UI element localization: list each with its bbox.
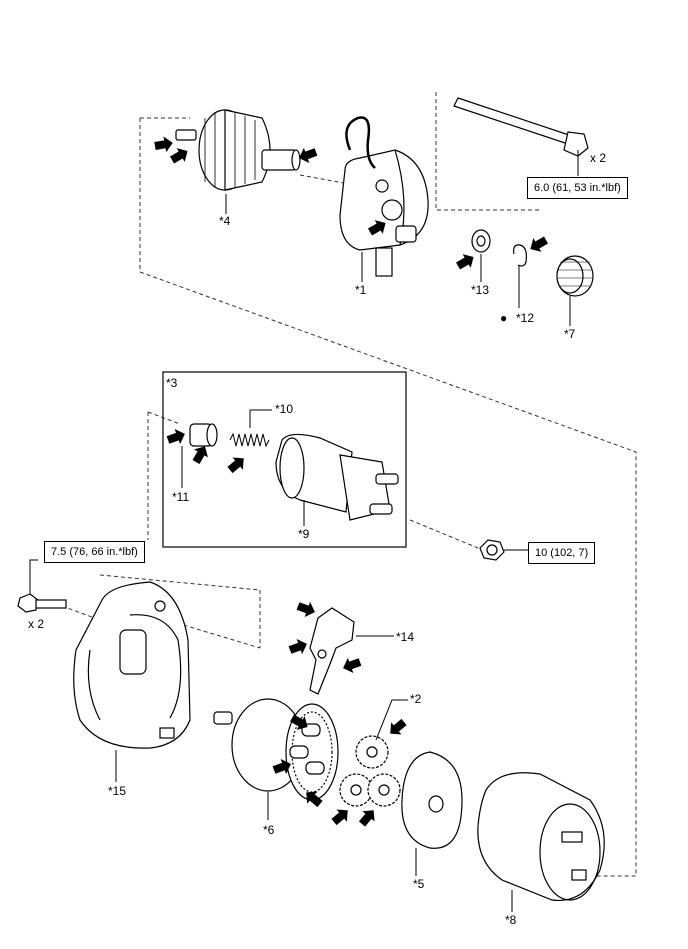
end-cap-part-7 (556, 255, 594, 297)
yoke-part-8 (477, 772, 605, 902)
bolt-left-quantity: x 2 (28, 617, 45, 631)
label-part-4: *4 (219, 214, 231, 228)
grease-arrow-icon (296, 601, 315, 617)
grease-arrow-icon (154, 136, 173, 153)
label-part-6: *6 (263, 823, 275, 837)
label-part-1: *1 (355, 283, 367, 297)
assembly-guide-lines (61, 92, 637, 877)
grease-arrow-icon (358, 810, 375, 827)
plunger-part-11 (189, 423, 218, 447)
bolt-left-torque-box: 7.5 (76, 66 in.*lbf) (44, 541, 145, 563)
label-part-11: *11 (172, 490, 190, 504)
magnetic-switch-part-9 (275, 433, 399, 521)
label-part-10: *10 (275, 402, 294, 416)
grease-arrow-icon (456, 254, 474, 270)
grease-arrow-icon (530, 236, 548, 252)
grease-arrow-icon (170, 148, 188, 164)
grease-arrow-icon (166, 429, 185, 445)
label-part-12: *12 (516, 311, 535, 325)
grease-arrow-icon (192, 446, 208, 464)
grease-arrow-icon (343, 657, 362, 673)
grease-arrow-icons (154, 136, 548, 827)
grease-arrow-icon (331, 809, 348, 826)
label-part-3: *3 (166, 376, 178, 390)
drive-lever-part-14 (309, 607, 355, 695)
starter-housing-part-15 (73, 581, 191, 749)
housing-bolt (17, 593, 67, 613)
shaft-plate-part-5 (401, 751, 463, 849)
bolt-top-torque-box: 6.0 (61, 53 in.*lbf) (527, 177, 628, 199)
label-part-5: *5 (413, 877, 425, 891)
commutator-end-frame-part-1 (339, 116, 429, 277)
grease-arrow-icon (288, 639, 307, 655)
return-spring-part-10 (229, 432, 270, 448)
washer-part-13 (471, 229, 491, 253)
planetary-carrier-part-6 (213, 698, 339, 801)
label-part-8: *8 (505, 913, 517, 927)
label-part-9: *9 (298, 527, 310, 541)
nut-torque-box: 10 (102, 7) (528, 542, 596, 564)
label-part-14: *14 (396, 630, 415, 644)
grease-arrow-icon (299, 147, 318, 163)
grease-arrow-icon (390, 718, 407, 735)
solenoid-group-box (162, 371, 407, 548)
grease-arrow-icon (290, 714, 308, 730)
bolt-top-quantity: x 2 (590, 151, 607, 165)
leader-lines (29, 150, 579, 912)
planetary-gears-part-2 (339, 735, 401, 807)
label-part-13: *13 (471, 283, 490, 297)
label-part-2: *2 (410, 692, 422, 706)
label-part-15: *15 (108, 784, 127, 798)
through-bolt (453, 97, 589, 157)
terminal-nut (479, 539, 505, 561)
grease-arrow-icon (306, 791, 323, 808)
label-part-7: *7 (564, 327, 576, 341)
grease-arrow-icon (227, 457, 244, 474)
grease-arrow-icon (272, 759, 291, 775)
non-reusable-part-dot-icon: ● (500, 311, 508, 325)
armature-part-4 (175, 109, 301, 191)
grease-arrow-icon (368, 220, 386, 236)
lock-plate-part-12 (513, 244, 527, 267)
